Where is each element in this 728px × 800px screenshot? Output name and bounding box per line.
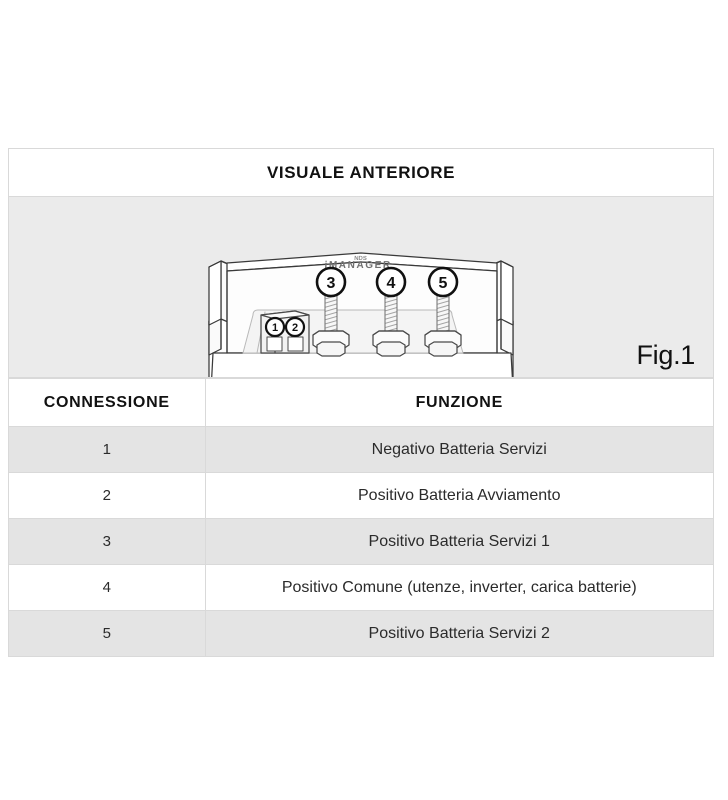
table-row: 2 Positivo Batteria Avviamento — [9, 472, 713, 519]
table-body: 1 Negativo Batteria Servizi 2 Positivo B… — [9, 426, 713, 656]
table-row: 4 Positivo Comune (utenze, inverter, car… — [9, 564, 713, 611]
callout-label-1: 1 — [272, 322, 278, 334]
table-row: 3 Positivo Batteria Servizi 1 — [9, 518, 713, 565]
callout-label-4: 4 — [387, 275, 396, 292]
table-row: 5 Positivo Batteria Servizi 2 — [9, 610, 713, 656]
callout-badge-2: 2 — [284, 316, 306, 338]
connection-function-table: CONNESSIONE FUNZIONE 1 Negativo Batteria… — [9, 378, 713, 656]
column-header-funzione: FUNZIONE — [204, 378, 713, 427]
connection-table-card: VISUALE ANTERIORE — [8, 148, 714, 657]
column-header-connessione: CONNESSIONE — [9, 378, 206, 427]
cell-connessione: 3 — [9, 518, 206, 565]
page-title: VISUALE ANTERIORE — [266, 162, 456, 182]
cell-connessione: 1 — [9, 426, 206, 473]
cell-funzione: Positivo Batteria Servizi 1 — [204, 518, 713, 565]
figure-illustration-panel: NDS iMANAGER — [9, 197, 713, 378]
device-brand-text: NDS — [354, 256, 367, 262]
cell-funzione: Positivo Batteria Servizi 2 — [204, 610, 713, 656]
terminal-bolt-5 — [424, 294, 462, 357]
callout-label-2: 2 — [292, 322, 298, 334]
callout-badge-3: 3 — [315, 266, 347, 298]
callout-label-3: 3 — [327, 275, 336, 292]
table-header-row: CONNESSIONE FUNZIONE — [9, 378, 713, 427]
callout-badge-1: 1 — [264, 316, 286, 338]
cell-funzione: Positivo Comune (utenze, inverter, caric… — [204, 564, 713, 611]
figure-number-label: Fig.1 — [636, 340, 695, 370]
callout-badge-5: 5 — [427, 266, 459, 298]
callout-label-5: 5 — [439, 275, 448, 292]
terminal-bolt-3 — [312, 294, 350, 357]
terminal-bolt-4 — [372, 294, 410, 357]
cell-connessione: 5 — [9, 610, 206, 656]
device-nameplate: NDS iMANAGER — [324, 256, 392, 271]
device-model-text: iMANAGER — [324, 260, 392, 271]
device-front-view-diagram: NDS iMANAGER — [208, 252, 514, 377]
cell-connessione: 4 — [9, 564, 206, 611]
cell-funzione: Positivo Batteria Avviamento — [204, 472, 713, 519]
table-row: 1 Negativo Batteria Servizi — [9, 426, 713, 473]
figure-title-band: VISUALE ANTERIORE — [9, 149, 713, 197]
cell-funzione: Negativo Batteria Servizi — [204, 426, 713, 473]
cell-connessione: 2 — [9, 472, 206, 519]
callout-badge-4: 4 — [375, 266, 407, 298]
